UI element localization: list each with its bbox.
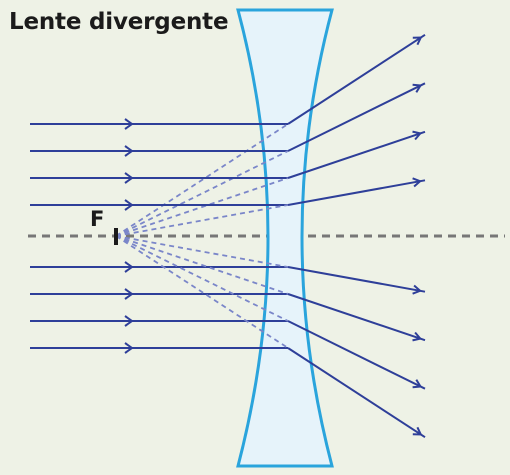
virtual-ray-3	[115, 177, 289, 237]
virtual-ray-7	[115, 235, 289, 322]
diagram-title: Lente divergente	[9, 9, 229, 35]
refracted-arrow-7	[412, 379, 423, 389]
refracted-arrow-1	[412, 36, 423, 46]
incoming-arrow-6	[124, 288, 134, 300]
refracted-ray-7	[287, 320, 426, 390]
incoming-arrow-8	[124, 342, 134, 354]
refracted-arrow-5	[412, 284, 422, 295]
incoming-arrow-2	[124, 145, 134, 157]
refracted-ray-3	[287, 130, 426, 179]
refracted-ray-5	[287, 266, 426, 293]
refracted-arrow-2	[412, 83, 423, 93]
refracted-ray-1	[287, 33, 426, 125]
refracted-ray-2	[287, 82, 426, 152]
diverging-lens	[236, 8, 334, 468]
virtual-ray-8	[115, 235, 289, 349]
virtual-ray-1	[115, 123, 289, 237]
virtual-ray-2	[115, 150, 289, 237]
refracted-arrow-6	[412, 331, 423, 342]
incoming-arrow-3	[124, 172, 134, 184]
incoming-arrow-5	[124, 261, 134, 273]
focal-point-label: F	[90, 207, 104, 231]
rays-group	[30, 33, 426, 439]
refracted-arrow-8	[412, 426, 423, 436]
refracted-ray-8	[287, 347, 426, 439]
incoming-arrow-7	[124, 315, 134, 327]
incoming-arrow-1	[124, 118, 134, 130]
virtual-ray-5	[115, 235, 289, 268]
refracted-ray-4	[287, 179, 426, 206]
virtual-ray-4	[115, 204, 289, 237]
refracted-ray-6	[287, 293, 426, 342]
refracted-arrow-4	[412, 177, 422, 188]
virtual-ray-6	[115, 235, 289, 295]
refracted-arrow-3	[412, 130, 423, 141]
incoming-arrow-4	[124, 199, 134, 211]
